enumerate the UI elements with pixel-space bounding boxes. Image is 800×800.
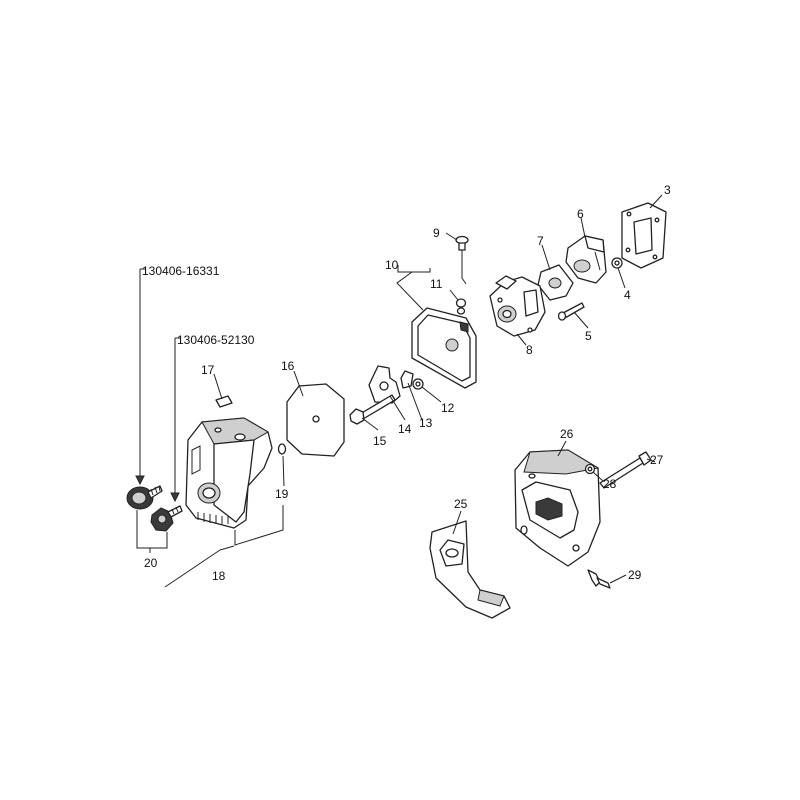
part-10-air-filter-case [411,307,477,389]
callout-14: 14 [398,422,412,436]
callout-25: 25 [454,497,468,511]
part-14-bracket [368,365,401,404]
callout-11: 11 [430,277,443,291]
part-7-gasket [537,264,574,301]
part-18-air-filter-cover [185,417,273,529]
part-9-choke-lever [455,235,469,285]
callout-10: 10 [385,258,399,272]
part-ref-b: 130406-52130 [177,333,255,347]
part-ref-a: 130406-16331 [142,264,220,278]
part-13-clip [400,370,414,389]
part-16-filter-element [286,383,345,457]
part-29-screw [587,569,611,589]
callout-29: 29 [628,568,642,582]
part-25-heat-shield [429,520,511,619]
callout-6: 6 [577,207,584,221]
callout-26: 26 [560,427,574,441]
part-17-label [215,395,233,408]
part-3-gasket [621,202,667,269]
callout-3: 3 [664,183,671,197]
part-11-screw [455,298,467,315]
callout-16: 16 [281,359,295,373]
callout-27: 27 [650,453,664,467]
callout-4: 4 [624,288,631,302]
leader-lines [135,194,663,588]
callout-15: 15 [373,434,387,448]
part-6-insulator [565,235,607,284]
part-12-washer [412,378,424,390]
part-4-nut [611,257,623,269]
part-28-washer [584,463,596,475]
callout-17: 17 [201,363,215,377]
callout-12: 12 [441,401,455,415]
callout-19: 19 [275,487,289,501]
part-20-knob-b [150,505,183,532]
part-15-bolt [349,394,396,425]
callout-20: 20 [144,556,158,570]
callout-5: 5 [585,329,592,343]
part-8-carburetor [489,275,546,337]
callout-9: 9 [433,226,440,240]
part-5-bolt [557,302,585,321]
callout-28: 28 [603,477,617,491]
callout-7: 7 [537,234,544,248]
callout-labels: 3 4 5 6 7 8 9 10 11 12 13 14 15 16 17 18… [142,183,671,583]
part-20-knob-a [126,485,163,510]
callout-18: 18 [212,569,226,583]
part-19-o-ring [277,443,287,455]
callout-13: 13 [419,416,433,430]
part-26-muffler [514,449,601,567]
part-ref-stubs [140,268,181,339]
callout-8: 8 [526,343,533,357]
